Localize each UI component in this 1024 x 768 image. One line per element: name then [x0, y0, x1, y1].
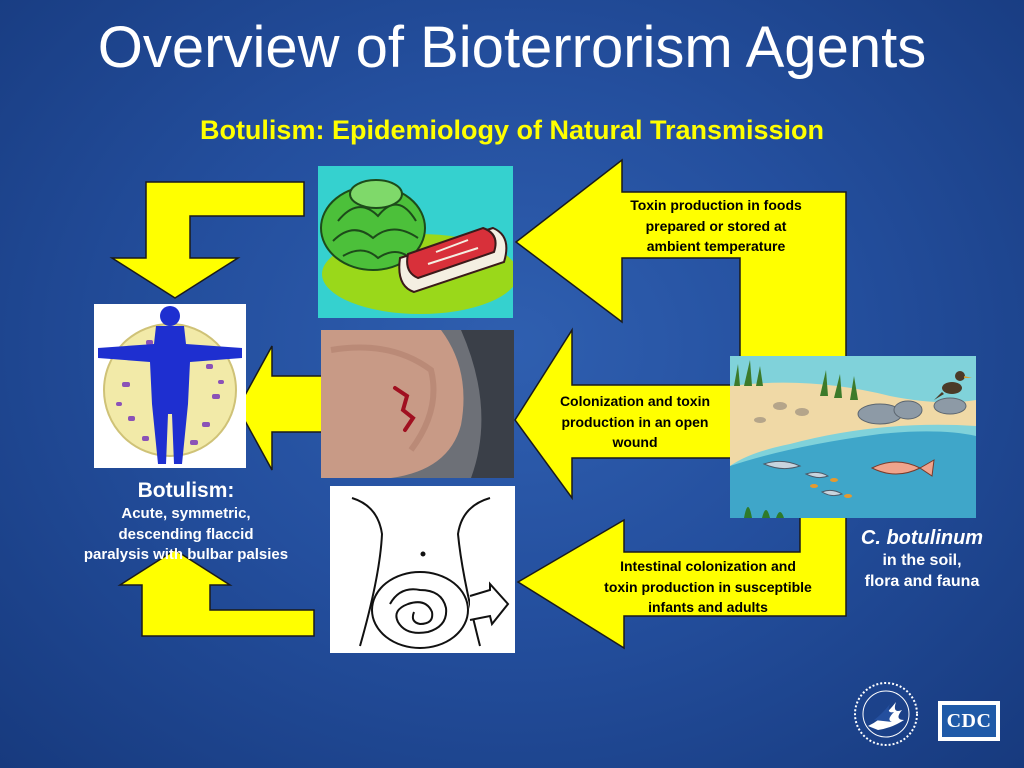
intestinal-line-3: infants and adults: [648, 599, 768, 615]
eagle-icon: [868, 702, 904, 730]
steak-icon: [398, 226, 508, 294]
hhs-seal-logo: [852, 680, 920, 748]
cdc-logo: CDC: [938, 701, 1000, 741]
slide-subtitle: Botulism: Epidemiology of Natural Transm…: [199, 115, 825, 145]
patient-picture: [94, 304, 246, 468]
wound-line-2: production in an open: [561, 413, 709, 430]
disease-description: Botulism: Acute, symmetric, descending f…: [58, 478, 314, 566]
source-line-1: in the soil,: [882, 552, 962, 569]
lettuce-icon: [320, 179, 426, 271]
wound-mark: [393, 386, 416, 432]
wound-route-label: Colonization and toxin production in an …: [532, 391, 738, 453]
arrow-intestinal-to-disease: [117, 549, 315, 637]
source-description: C. botulinum in the soil, flora and faun…: [836, 526, 1008, 592]
disease-line-1: Acute, symmetric,: [121, 505, 251, 522]
fish-icon: [870, 459, 935, 477]
intestinal-line-2: toxin production in susceptible: [604, 578, 812, 595]
wound-line-3: wound: [612, 434, 658, 450]
cdc-logo-text: CDC: [946, 709, 992, 732]
arrow-wound-route: [514, 327, 732, 501]
intestine-icon: [371, 571, 469, 649]
disease-line-3: paralysis with bulbar palsies: [83, 546, 289, 563]
intestinal-route-label: Intestinal colonization and toxin produc…: [574, 556, 842, 618]
arrow-intestinal-route: [516, 515, 847, 650]
arrow-wound-to-disease: [237, 345, 323, 471]
intestinal-line-1: Intestinal colonization and: [620, 558, 796, 574]
foodborne-line-2: prepared or stored at: [645, 217, 787, 234]
nature-picture: [730, 356, 976, 518]
foodborne-line-3: ambient temperature: [646, 238, 786, 254]
foodborne-line-1: Toxin production in foods: [630, 197, 802, 213]
intestine-picture: [330, 486, 515, 653]
source-line-2: flora and fauna: [864, 573, 980, 590]
slide-title: Overview of Bioterrorism Agents: [97, 15, 927, 80]
disease-line-2: descending flaccid: [118, 525, 254, 543]
bird-icon: [934, 371, 972, 400]
wound-line-1: Colonization and toxin: [559, 393, 711, 409]
arrow-food-to-disease: [109, 181, 305, 299]
food-picture: [318, 166, 513, 318]
organism-name: C. botulinum: [860, 527, 984, 549]
wound-picture: [321, 330, 514, 478]
disease-heading: Botulism:: [137, 479, 235, 502]
foodborne-route-label: Toxin production in foods prepared or st…: [600, 195, 832, 257]
human-figure-icon: [98, 306, 242, 464]
